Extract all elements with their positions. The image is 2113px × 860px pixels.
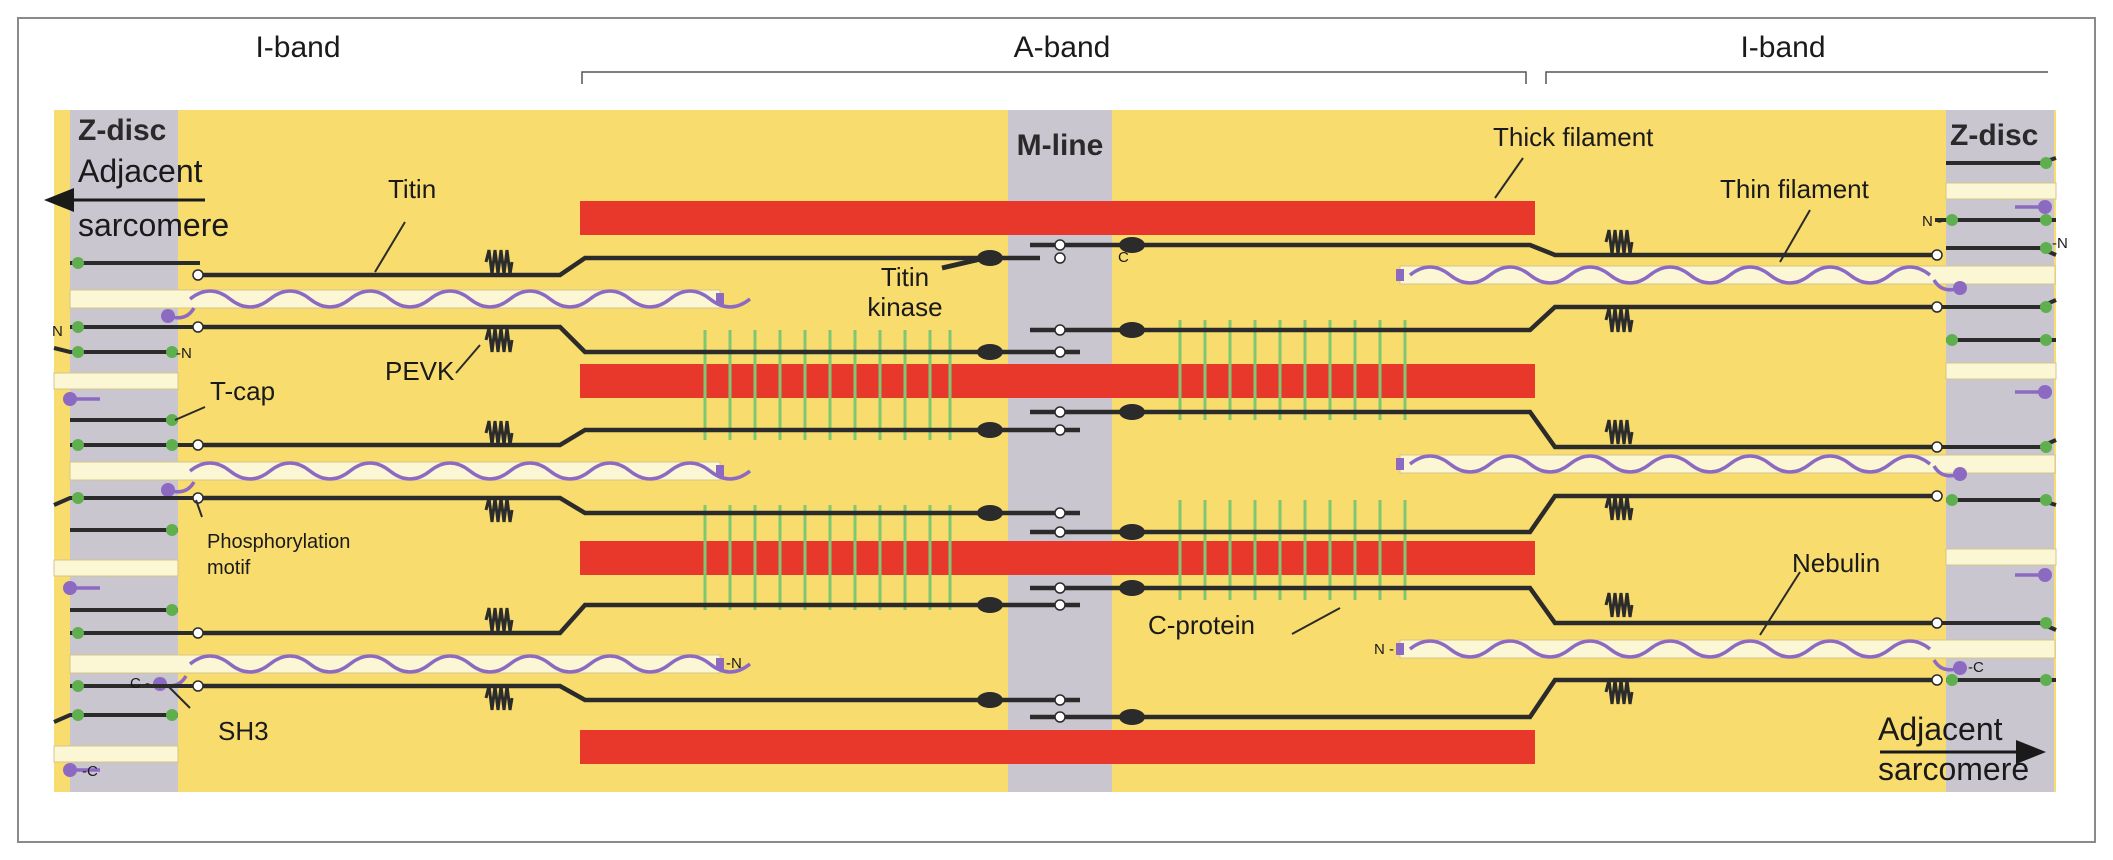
titin-kinase-label-2: kinase <box>867 292 942 322</box>
adjacent-right-label-1: Adjacent <box>1878 711 2003 747</box>
thin-filament <box>53 745 179 763</box>
thick-filament <box>580 364 1535 398</box>
thin-filament <box>53 372 179 390</box>
thin-filament <box>1945 548 2057 566</box>
phospho-motifs-right <box>1931 249 1943 686</box>
z-disc-anchors-right <box>1946 157 2052 686</box>
adjacent-arrow-left <box>44 188 205 212</box>
i-band-left-label: I-band <box>255 31 340 64</box>
c-terminus-mark: C <box>1118 249 1129 266</box>
nebulin-label: Nebulin <box>1792 548 1880 578</box>
thick-filament <box>580 541 1535 575</box>
i-band-right-bracket <box>1545 71 2048 84</box>
titin-m-line-overlap <box>988 242 1132 720</box>
thin-filament <box>53 559 179 577</box>
n-terminus-mark: N <box>52 323 63 340</box>
c-protein-stripes <box>703 320 1407 610</box>
thin-filament-label: Thin filament <box>1720 174 1870 204</box>
titin-kinase-label-1: Titin <box>881 262 929 292</box>
titin-label: Titin <box>388 174 436 204</box>
pevk-label: PEVK <box>385 356 455 386</box>
n-terminus-mark: -N <box>176 345 192 362</box>
adjacent-left-label-2: sarcomere <box>78 207 229 243</box>
z-disc-anchors-left <box>72 257 178 721</box>
titin-kinase-domains <box>977 237 1145 725</box>
thin-filament <box>1945 362 2057 380</box>
tcap-label: T-cap <box>210 376 275 406</box>
thick-filament <box>580 201 1535 235</box>
nebulin-stubs <box>70 205 2045 772</box>
z-disc-strands-left <box>53 261 200 724</box>
nebulin-strands <box>188 265 1932 674</box>
titin-strands-left <box>200 255 988 703</box>
a-band-bracket <box>581 71 1527 84</box>
n-terminus-mark: N - <box>1374 641 1394 658</box>
sh3-label: SH3 <box>218 716 269 746</box>
adjacent-arrow-right <box>1880 740 2046 764</box>
i-band-right-label: I-band <box>1740 31 1825 64</box>
n-terminus-mark: N - <box>1922 213 1942 230</box>
z-disc-right-label: Z-disc <box>1950 119 2038 152</box>
thick-filament <box>580 730 1535 764</box>
z-disc-right <box>1946 110 2054 792</box>
a-band-label: A-band <box>1014 31 1111 64</box>
c-protein-label: C-protein <box>1148 610 1255 640</box>
callout-leaders <box>167 157 1811 709</box>
c-terminus-mark: C - <box>130 675 150 692</box>
n-terminus-mark: -N <box>2052 235 2068 252</box>
titin-strands-right <box>1132 242 1935 720</box>
adjacent-right-label-2: sarcomere <box>1878 751 2029 787</box>
thick-filaments <box>580 201 1535 764</box>
phosphorylation-motif-label-1: Phosphorylation <box>207 531 350 553</box>
c-terminus-mark: -C <box>1968 659 1984 676</box>
c-terminus-mark: -C <box>82 763 98 780</box>
z-disc-left-label: Z-disc <box>78 114 166 147</box>
phosphorylation-motif-label-2: motif <box>207 557 251 579</box>
n-terminus-mark: -N <box>726 655 742 672</box>
phospho-motifs-left <box>192 269 204 692</box>
thin-filament <box>1945 182 2057 200</box>
thick-filament-label: Thick filament <box>1493 122 1654 152</box>
m-line-label: M-line <box>1017 129 1104 162</box>
adjacent-left-label-1: Adjacent <box>78 153 203 189</box>
